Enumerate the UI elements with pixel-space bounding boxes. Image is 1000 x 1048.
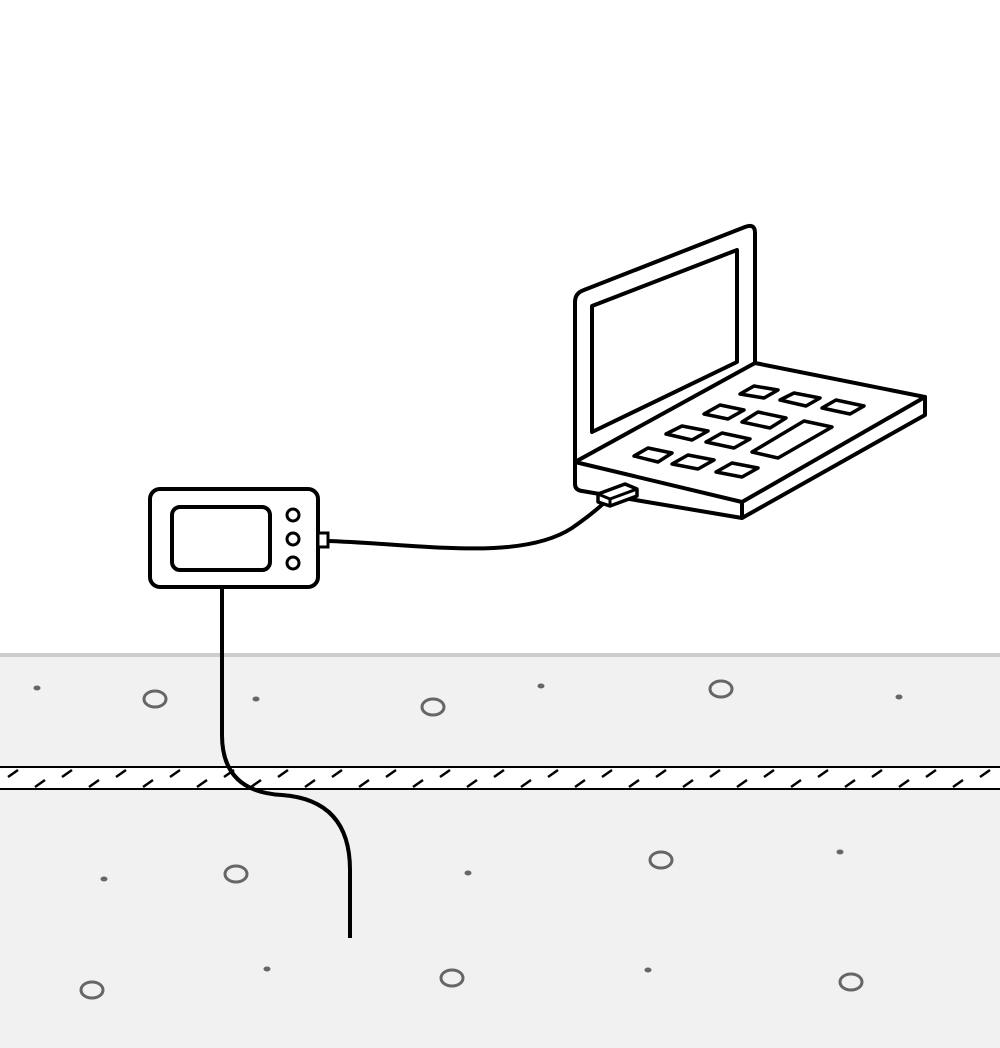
- hatch-mark: [628, 778, 640, 789]
- hatch-mark: [142, 778, 154, 789]
- grain: [464, 870, 472, 876]
- pebble: [142, 689, 168, 709]
- hatch-mark: [385, 768, 397, 779]
- hatch-mark: [790, 778, 802, 789]
- hatch-mark: [88, 778, 100, 789]
- hatch-mark: [34, 778, 46, 789]
- hatch-mark: [952, 778, 964, 789]
- laptop-keyboard-deck: [573, 361, 927, 504]
- hatch-mark: [196, 778, 208, 789]
- pebble: [648, 850, 674, 870]
- logger-button: [285, 555, 301, 571]
- pebble: [838, 972, 864, 992]
- grain: [895, 694, 903, 700]
- hatch-mark: [547, 768, 559, 779]
- hatch-mark: [871, 768, 883, 779]
- hatch-mark: [250, 778, 262, 789]
- hatch-mark: [412, 778, 424, 789]
- laptop-screen: [590, 248, 739, 434]
- pebble: [420, 697, 446, 717]
- hatch-mark: [304, 778, 316, 789]
- hatch-mark: [574, 778, 586, 789]
- hatch-mark: [655, 768, 667, 779]
- laptop: [573, 223, 927, 520]
- grain: [263, 966, 271, 972]
- hatch-mark: [277, 768, 289, 779]
- hatch-mark: [466, 778, 478, 789]
- grain: [644, 967, 652, 973]
- pebble: [439, 968, 465, 988]
- hatch-mark: [898, 778, 910, 789]
- hatch-mark: [709, 768, 721, 779]
- logger-port: [316, 531, 330, 549]
- keys: [632, 384, 866, 479]
- hatch-mark: [169, 768, 181, 779]
- hatch-mark: [817, 768, 829, 779]
- hatched-layer: [0, 766, 1000, 790]
- pebble: [79, 980, 105, 1000]
- hatch-mark: [763, 768, 775, 779]
- hatch-mark: [7, 768, 19, 779]
- grain: [537, 683, 545, 689]
- pebbles: [33, 679, 903, 1000]
- hatch-mark: [439, 768, 451, 779]
- hatch-mark: [979, 768, 991, 779]
- usb-cable: [327, 498, 609, 551]
- pebble: [223, 864, 249, 884]
- hatch-mark: [520, 778, 532, 789]
- grain: [33, 685, 41, 691]
- hatch-mark: [331, 768, 343, 779]
- logger-button: [285, 507, 301, 523]
- hatch-mark: [736, 778, 748, 789]
- hatch-mark: [925, 768, 937, 779]
- probe-cable: [220, 587, 352, 938]
- grain: [100, 876, 108, 882]
- hatch-mark: [358, 778, 370, 789]
- hatch-mark: [601, 768, 613, 779]
- hatch-mark: [682, 778, 694, 789]
- hatch-mark: [493, 768, 505, 779]
- logger-screen: [170, 505, 272, 572]
- ground: [0, 655, 1000, 1048]
- hatch-mark: [115, 768, 127, 779]
- logger-button: [285, 531, 301, 547]
- grain: [836, 849, 844, 855]
- pebble: [708, 679, 734, 699]
- hatch-mark: [61, 768, 73, 779]
- data-logger: [148, 487, 330, 589]
- hatch-mark: [844, 778, 856, 789]
- grain: [252, 696, 260, 702]
